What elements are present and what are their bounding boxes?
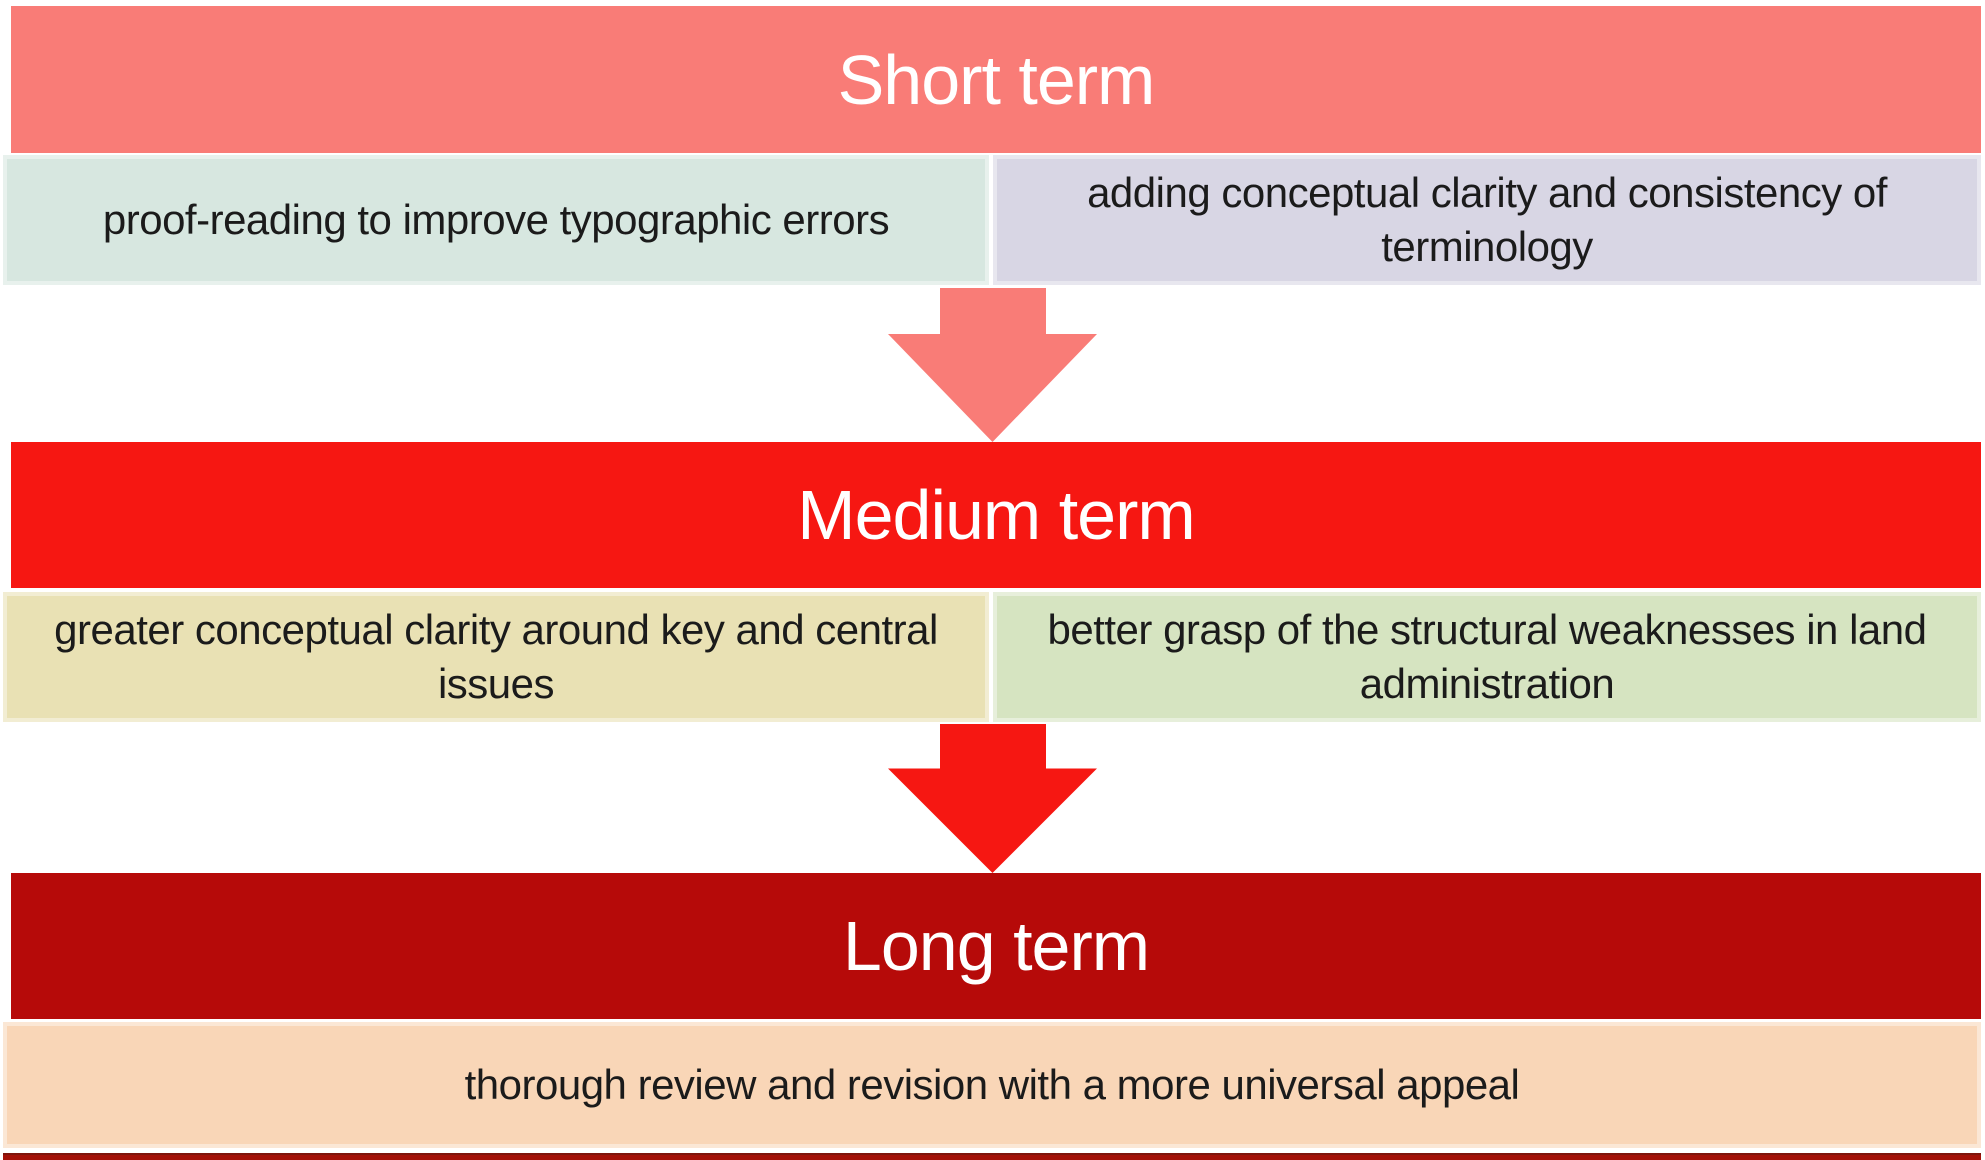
down-arrow-shape [888, 288, 1097, 442]
cell-proof-reading: proof-reading to improve typographic err… [3, 155, 989, 285]
cell-thorough-review: thorough review and revision with a more… [3, 1022, 1981, 1148]
cell-text: thorough review and revision with a more… [464, 1061, 1520, 1109]
stage-title-short-term: Short term [837, 40, 1156, 119]
cell-text: proof-reading to improve typographic err… [102, 196, 890, 244]
cell-structural-weaknesses: better grasp of the structural weaknesse… [993, 592, 1981, 722]
stage-header-medium-term: Medium term [11, 442, 1981, 588]
stage-header-short-term: Short term [11, 6, 1981, 153]
stage-title-long-term: Long term [842, 907, 1150, 985]
next-band-edge [3, 1153, 1981, 1160]
cell-text: greater conceptual clarity around key an… [54, 606, 938, 707]
cell-greater-clarity: greater conceptual clarity around key an… [3, 592, 989, 722]
down-arrow-icon [888, 724, 1097, 873]
cell-conceptual-clarity: adding conceptual clarity and consistenc… [993, 155, 1981, 285]
stage-title-medium-term: Medium term [797, 476, 1195, 554]
down-arrow-icon [888, 288, 1097, 442]
down-arrow-shape [888, 724, 1097, 873]
cell-text: adding conceptual clarity and consistenc… [1087, 169, 1887, 270]
stage-header-long-term: Long term [11, 873, 1981, 1019]
cell-text: better grasp of the structural weaknesse… [1047, 606, 1928, 707]
